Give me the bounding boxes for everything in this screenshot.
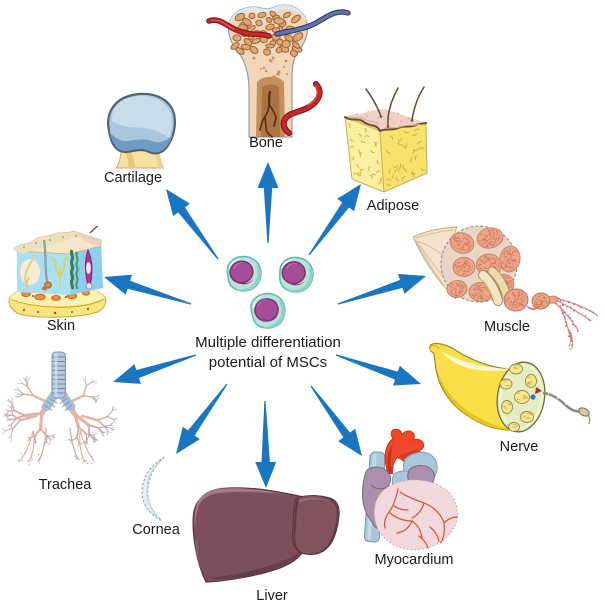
svg-text:Bone: Bone	[249, 135, 283, 151]
svg-text:Skin: Skin	[47, 318, 75, 334]
svg-text:Multiple differentiation: Multiple differentiation	[195, 334, 341, 351]
svg-text:Trachea: Trachea	[39, 477, 93, 493]
svg-text:potential of MSCs: potential of MSCs	[209, 354, 327, 371]
svg-text:Cornea: Cornea	[132, 522, 180, 538]
svg-text:Muscle: Muscle	[484, 319, 530, 335]
svg-text:Myocardium: Myocardium	[375, 552, 454, 568]
svg-text:Cartilage: Cartilage	[104, 170, 162, 186]
svg-text:Adipose: Adipose	[367, 198, 419, 214]
svg-text:Liver: Liver	[256, 588, 288, 604]
svg-text:Nerve: Nerve	[500, 439, 539, 455]
